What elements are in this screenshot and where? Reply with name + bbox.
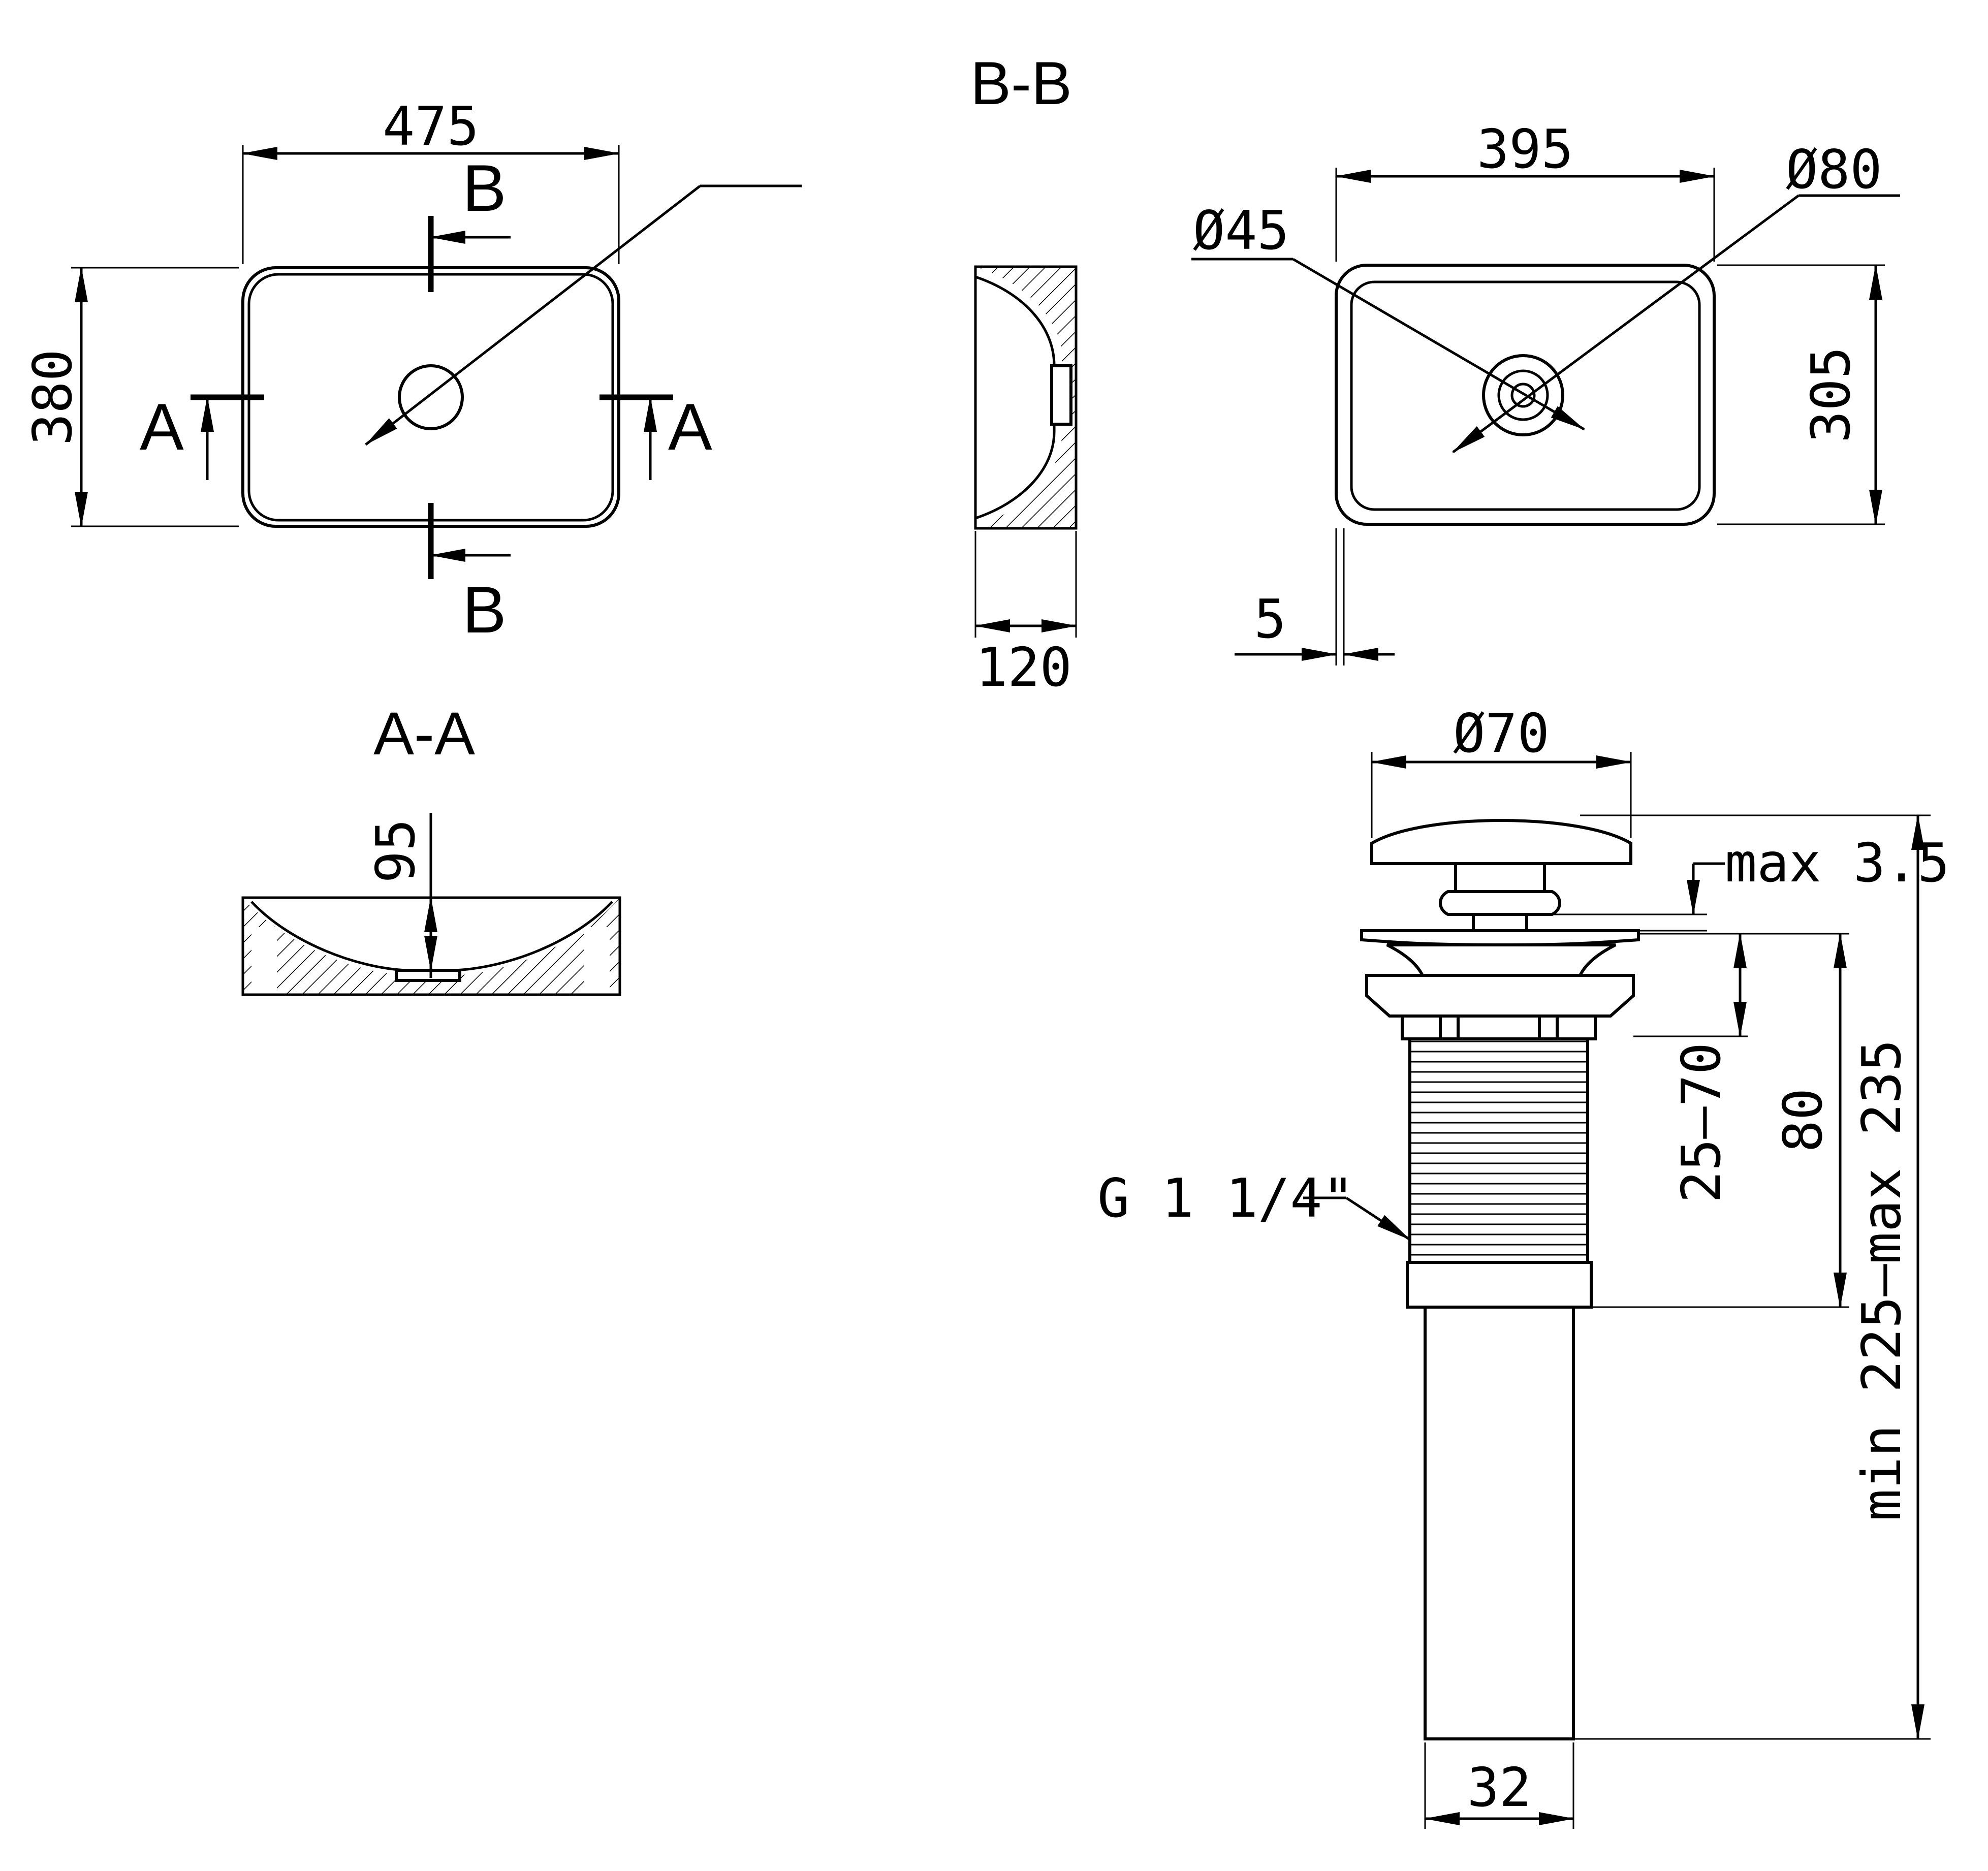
drain-cap-diameter: Ø70 — [1453, 703, 1550, 765]
plan-drain-outer — [1482, 354, 1564, 436]
top-depth-dimension: 380 — [22, 349, 84, 446]
section-bb: B-B 120 — [970, 49, 1078, 699]
drain-cap — [1370, 819, 1632, 865]
plan-wall-thickness-dimension: 5 — [1254, 588, 1286, 650]
section-marker-a-right: A — [668, 390, 712, 464]
drain-clamp-range: 25–70 — [1670, 1042, 1732, 1203]
top-view: 475 380 B B A A — [22, 96, 802, 647]
drain-total-length: min 225–max 235 — [1851, 1039, 1913, 1521]
drain-hole — [398, 364, 464, 430]
drain-cap-gap: max 3.5 — [1725, 832, 1950, 894]
plan-inner-outline — [1350, 280, 1701, 511]
section-marker-b-top: B — [462, 151, 507, 225]
section-bb-height-dimension: 120 — [975, 637, 1072, 699]
top-width-dimension: 475 — [383, 96, 479, 157]
section-marker-b-bottom: B — [462, 573, 507, 647]
plan-view: Ø45 Ø80 395 305 5 — [1191, 118, 1900, 665]
plan-depth-dimension: 305 — [1800, 346, 1862, 443]
plan-drain-inner-diameter: Ø45 — [1193, 200, 1289, 262]
drain-pipe-diameter: 32 — [1467, 1757, 1531, 1819]
section-aa: A-A 95 — [241, 700, 621, 996]
plan-drain-inner — [1497, 369, 1549, 421]
section-marker-a-left: A — [140, 390, 184, 464]
drain-pipe — [1424, 1306, 1575, 1740]
plan-drain-outer-diameter: Ø80 — [1786, 139, 1882, 201]
drain-flange — [1360, 929, 1640, 947]
drain-thread-length: 80 — [1772, 1088, 1834, 1152]
section-bb-shell — [975, 267, 1076, 528]
drain-lock-nut — [1406, 1261, 1593, 1309]
section-bb-title: B-B — [970, 49, 1072, 117]
section-aa-title: A-A — [373, 700, 475, 768]
plan-width-dimension: 395 — [1477, 118, 1573, 180]
drain-nut — [1365, 974, 1635, 1018]
drain-thread — [1408, 1037, 1589, 1264]
drain-assembly: Ø70 max 3.5 min 225–max 235 25–70 80 G 1… — [1097, 703, 1950, 1829]
section-aa-depth-dimension: 95 — [365, 819, 427, 883]
